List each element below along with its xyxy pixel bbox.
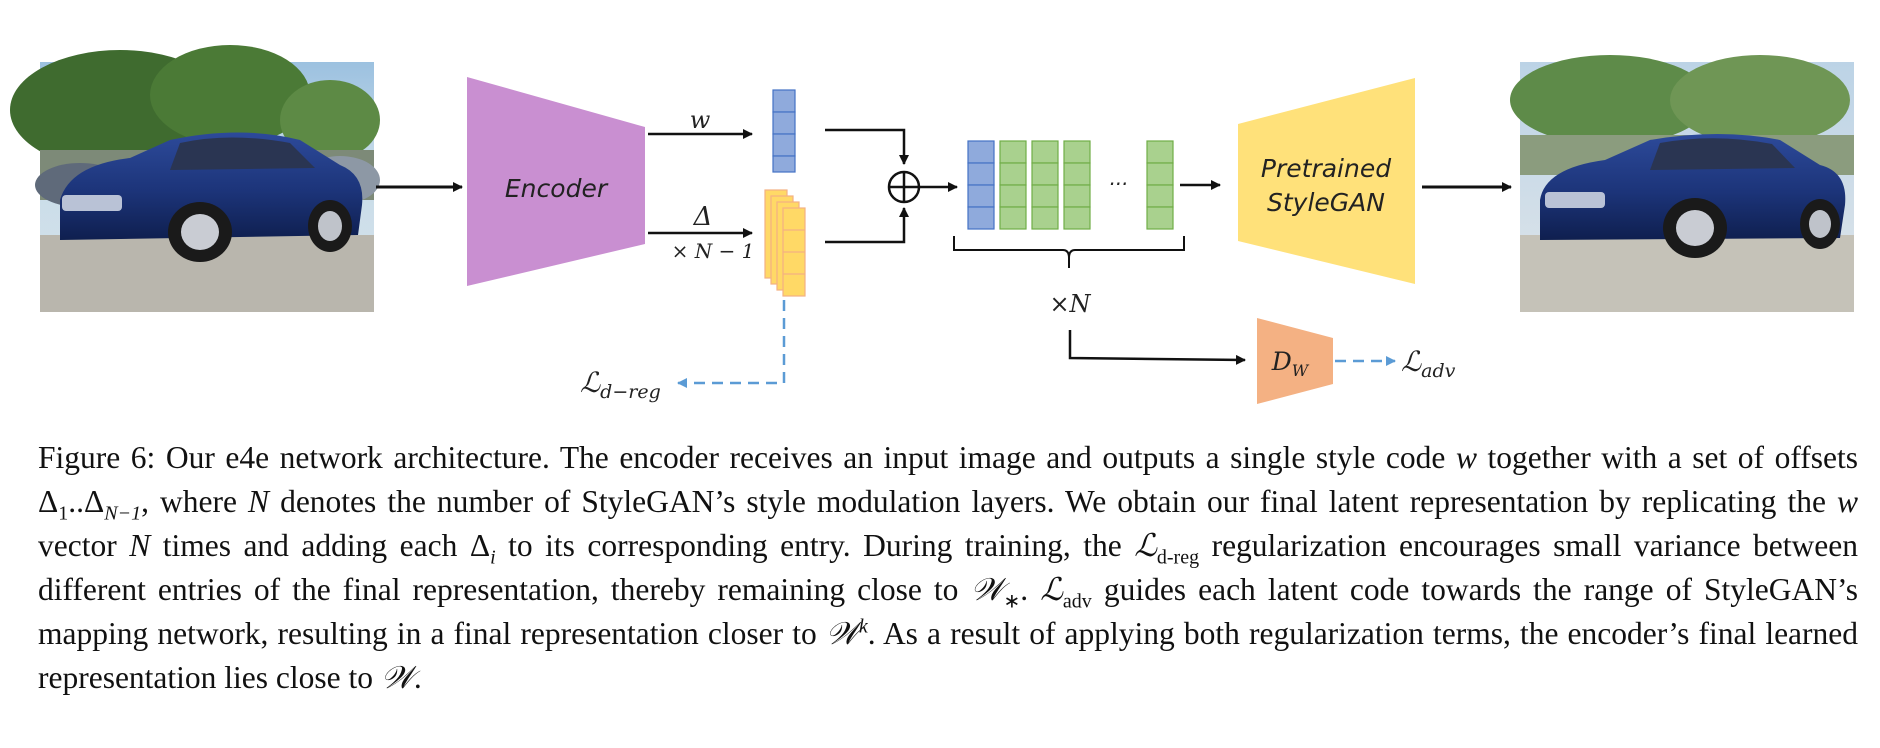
stylegan-label-line2: StyleGAN xyxy=(1267,188,1385,217)
caption-text: vector xyxy=(38,528,130,563)
caption-text: Our e4e network architecture. The encode… xyxy=(155,440,1456,475)
caption-text: . xyxy=(413,660,422,695)
latent-brace xyxy=(953,236,1185,268)
math-w-space: 𝒲 xyxy=(970,572,1004,608)
math-superscript: k xyxy=(858,615,868,638)
sum-operator-icon xyxy=(887,170,921,204)
caption-text: , where xyxy=(141,484,249,519)
math-subscript: d-reg xyxy=(1156,546,1200,569)
math-delta: Δ xyxy=(38,484,59,519)
output-car-image xyxy=(1510,55,1854,312)
delta-offsets-stack xyxy=(764,189,806,297)
architecture-diagram: Encoder w Δ × N − 1 xyxy=(10,45,1854,404)
arrow-delta-to-sum xyxy=(825,207,909,244)
figure-caption: Figure 6: Our e4e network architecture. … xyxy=(38,436,1858,700)
caption-text: times and adding each xyxy=(150,528,470,563)
math-w-space: 𝒲 xyxy=(825,616,859,652)
discriminator-block xyxy=(1257,318,1333,404)
math-subscript: ∗ xyxy=(1003,590,1021,613)
caption-text: . As a result of applying both regulariz… xyxy=(38,616,1858,695)
stylegan-block xyxy=(1238,78,1415,284)
arrow-latents-to-discriminator xyxy=(1068,330,1246,365)
math-delta: Δ xyxy=(84,484,105,519)
caption-text: . xyxy=(1020,572,1041,607)
caption-text: to its corresponding entry. During train… xyxy=(495,528,1135,563)
stylegan-label-line1: Pretrained xyxy=(1261,154,1391,183)
latent-column-green-last xyxy=(1146,140,1174,230)
w-label: w xyxy=(690,106,711,134)
math-n: N xyxy=(248,484,270,519)
encoder-block xyxy=(467,77,645,286)
discriminator-label: DW xyxy=(1271,347,1310,380)
encoder-label: Encoder xyxy=(505,174,609,203)
caption-text: guides each latent code towards the rang… xyxy=(38,572,1859,651)
math-subscript: adv xyxy=(1062,590,1092,613)
loss-adv-label: ℒadv xyxy=(1401,345,1456,382)
latent-column-green-3 xyxy=(1063,140,1091,230)
times-n-label: ×N xyxy=(1049,290,1091,318)
latent-column-green-2 xyxy=(1031,140,1059,230)
math-loss: ℒ xyxy=(1040,572,1063,608)
arrow-w-to-sum xyxy=(825,128,909,165)
math-loss: ℒ xyxy=(1134,528,1157,564)
math-w: w xyxy=(1455,440,1477,475)
math-subscript: 1 xyxy=(58,502,69,525)
math-subscript: i xyxy=(490,546,496,569)
dashed-arrow-to-dreg-loss xyxy=(677,300,786,388)
caption-text: together with a set of offsets xyxy=(1476,440,1858,475)
math-subscript: N−1 xyxy=(104,502,142,525)
input-car-image xyxy=(10,45,380,312)
w-code-block xyxy=(772,89,796,173)
caption-text: denotes the number of StyleGAN’s style m… xyxy=(269,484,1837,519)
math-w: w xyxy=(1836,484,1858,519)
math-delta: Δ xyxy=(469,528,491,563)
loss-dreg-label: ℒd−reg xyxy=(580,366,661,403)
ellipsis-label: ··· xyxy=(1108,172,1127,196)
times-n-minus-1-label: × N − 1 xyxy=(672,239,755,263)
caption-text: regularization encourages small variance… xyxy=(38,528,1858,607)
math-n: N xyxy=(129,528,151,563)
math-w-space: 𝒲 xyxy=(380,660,414,696)
figure-number: Figure 6: xyxy=(38,440,156,475)
math-dots: .. xyxy=(68,484,85,519)
latent-column-green-1 xyxy=(999,140,1027,230)
delta-label: Δ xyxy=(693,202,713,232)
latent-column-blue xyxy=(967,140,995,230)
